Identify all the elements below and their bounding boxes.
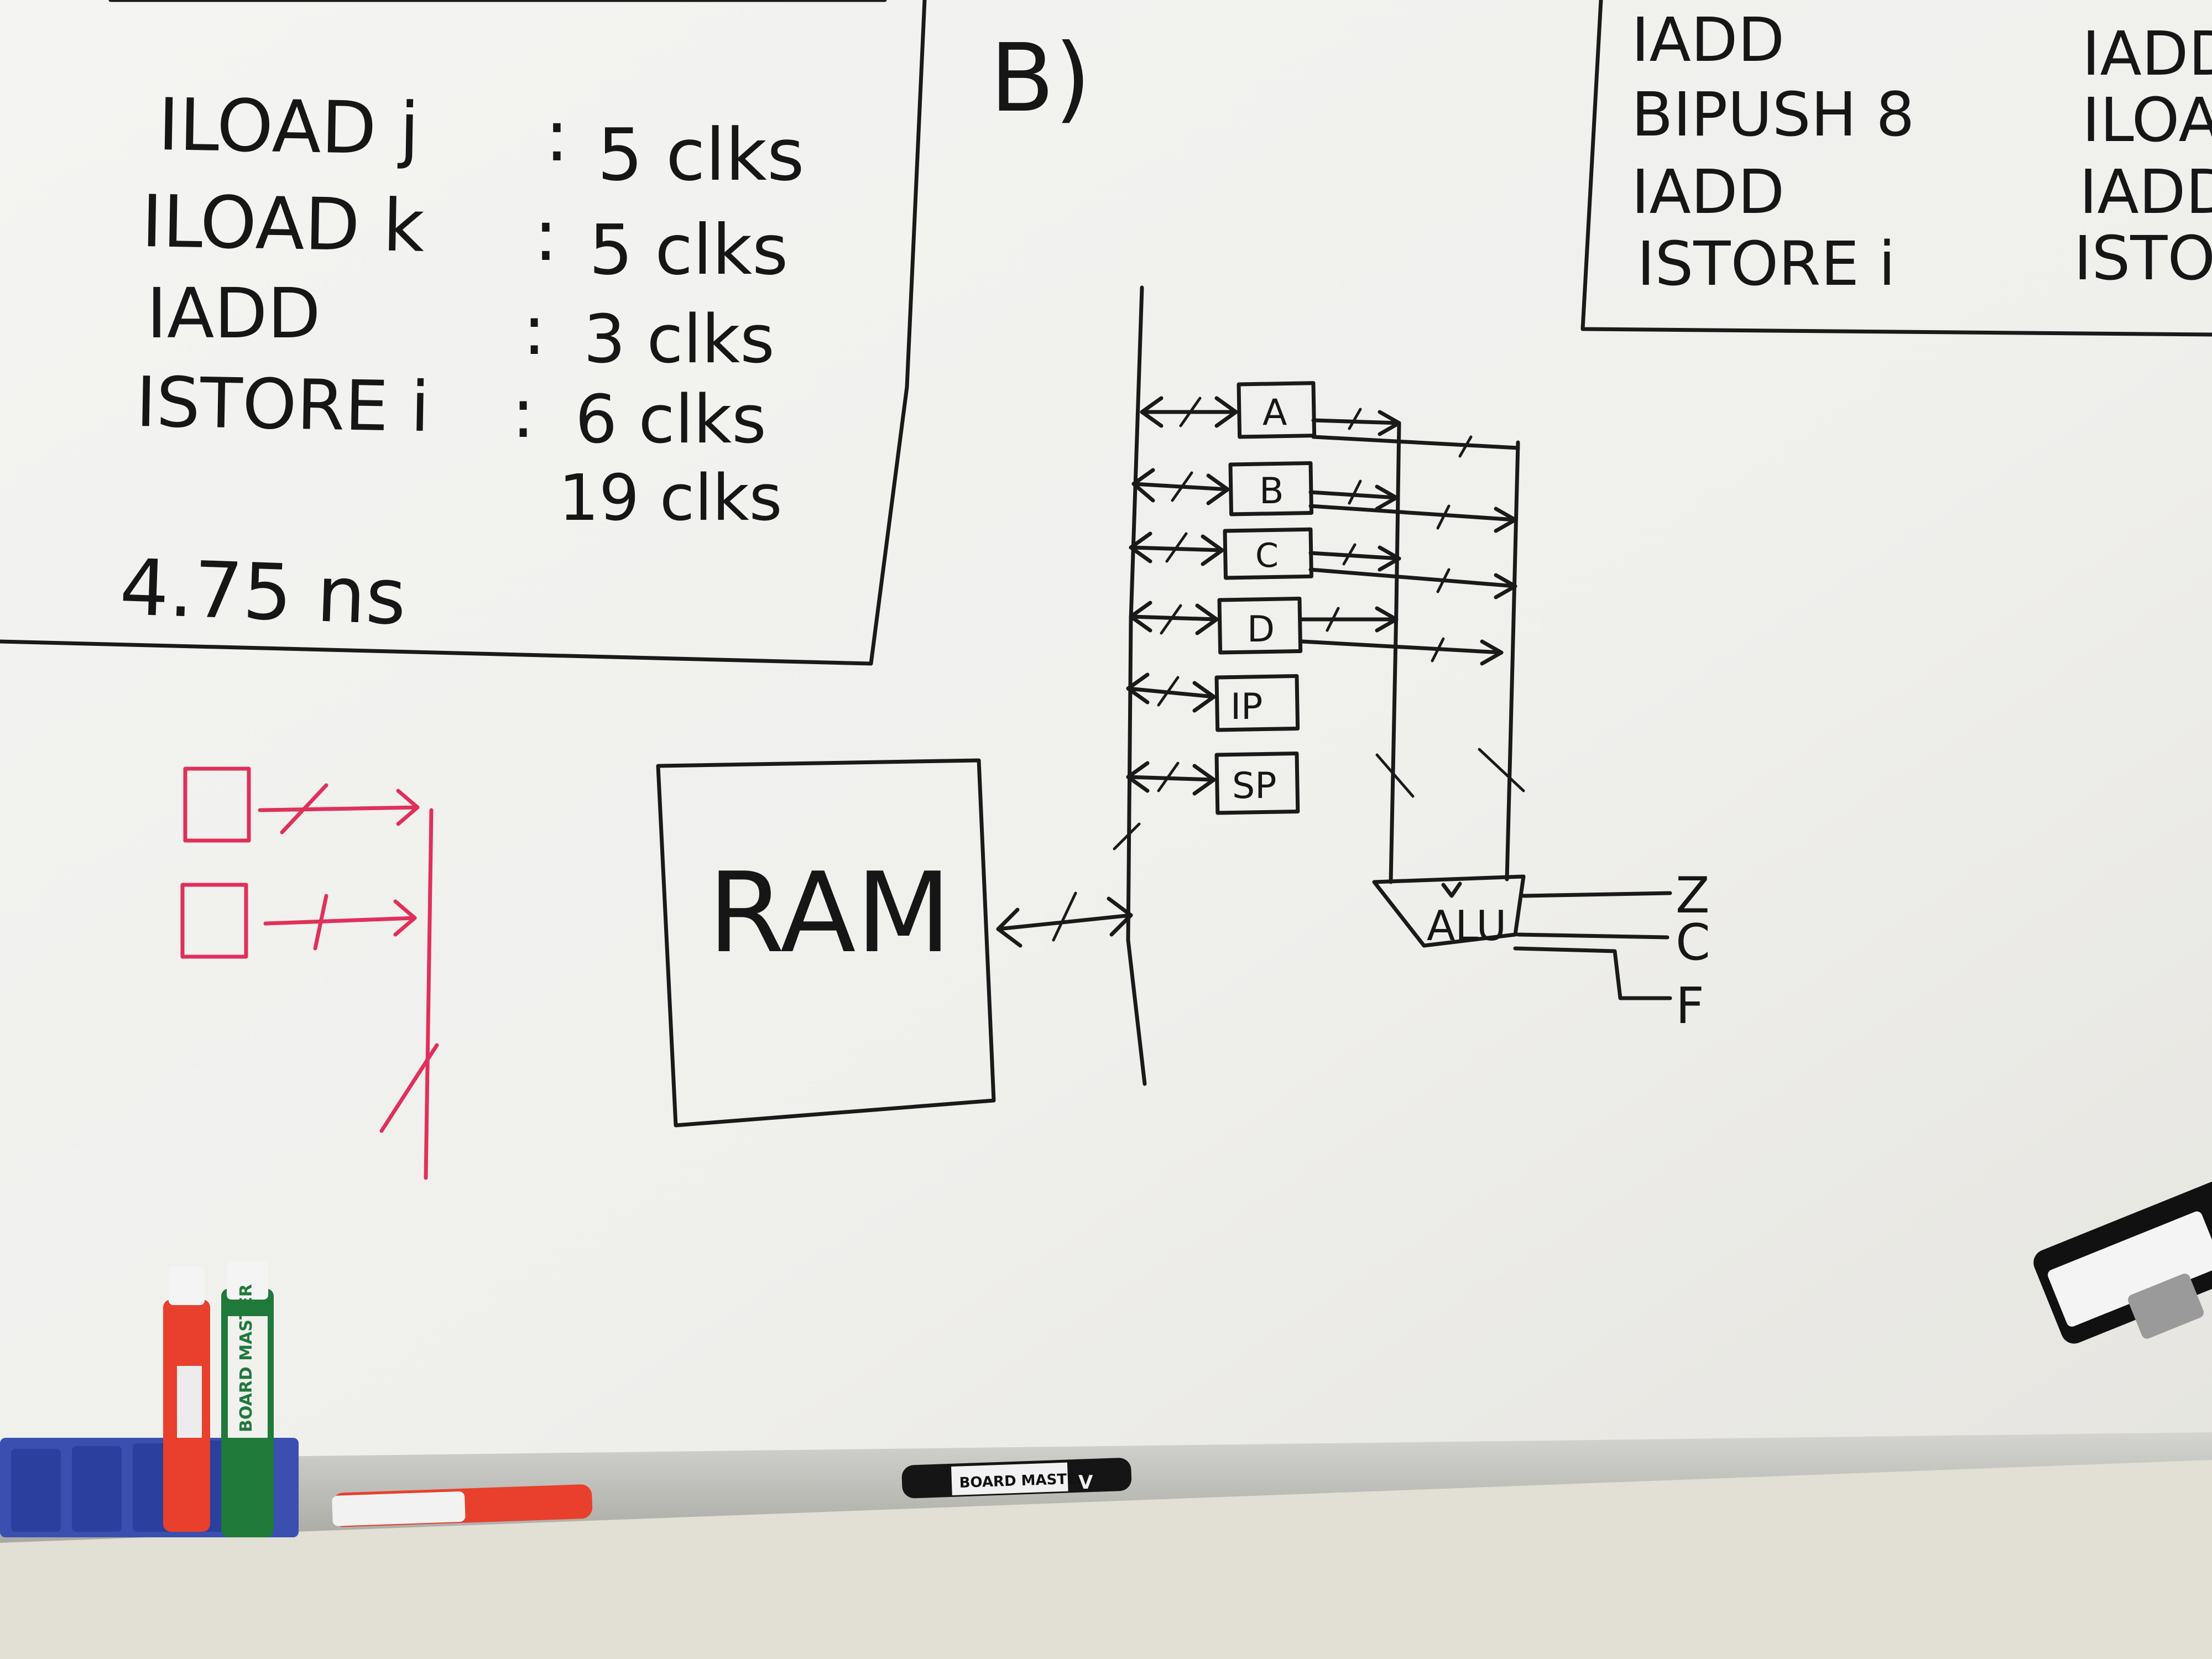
timing-table: ILOAD j : 5 clks ILOAD k : 5 clks IADD :…	[118, 82, 805, 643]
timing-table-box	[0, 0, 927, 666]
code-line: ISTO	[2074, 223, 2212, 294]
timing-row-clks: 6 clks	[575, 382, 766, 458]
timing-row-sep: :	[545, 93, 569, 178]
ram-block: RAM	[656, 758, 1133, 1128]
green-marker-label: BOARD MASTER	[237, 1284, 256, 1432]
marker-tray: BOARD MASTER BOARD MASTER V	[0, 1261, 1132, 1537]
code-line: IADD	[2079, 156, 2212, 227]
code-line: IADD	[1631, 156, 1785, 227]
code-line: ILOA	[2082, 85, 2212, 155]
red-marker-lying[interactable]	[332, 1484, 593, 1527]
timing-row-sep: :	[523, 290, 546, 371]
timing-row-instr: ILOAD j	[157, 82, 420, 171]
register-label: IP	[1230, 686, 1262, 728]
red-register-sketch	[180, 766, 439, 1180]
timing-row-sep: :	[534, 193, 558, 277]
register-file: A B C D IP SP	[1126, 381, 1317, 815]
timing-row-instr: ILOAD k	[140, 179, 425, 268]
alu-label: ALU	[1427, 901, 1506, 950]
alu-input-buses	[1300, 408, 1525, 884]
timing-row-clks: 5 clks	[597, 113, 805, 197]
timing-row-instr: IADD	[147, 274, 321, 354]
black-marker-brand: V	[1078, 1472, 1093, 1494]
alu-output-flag: F	[1676, 977, 1704, 1035]
code-line: IADD	[2082, 18, 2212, 89]
black-marker[interactable]: BOARD MASTER V	[901, 1458, 1132, 1499]
green-marker[interactable]: BOARD MASTER	[221, 1261, 274, 1537]
alu-block: ALU Z C F	[1372, 867, 1710, 1035]
section-heading-b: B)	[990, 24, 1091, 133]
alu-output-flag: Z	[1676, 867, 1710, 925]
timing-row-clks: 5 clks	[589, 210, 788, 290]
code-line: BIPUSH 8	[1631, 79, 1914, 150]
register-label: B	[1259, 471, 1284, 512]
register-label: A	[1262, 392, 1287, 434]
register-label: SP	[1232, 765, 1276, 807]
timing-total: 19 clks	[559, 461, 782, 535]
register-label: D	[1247, 609, 1275, 650]
eraser[interactable]	[2030, 1177, 2212, 1348]
code-line: ISTORE i	[1637, 228, 1896, 299]
timing-row-instr: ISTORE i	[135, 362, 430, 447]
alu-output-flag: C	[1676, 914, 1710, 972]
timing-row-sep: :	[512, 373, 535, 453]
timing-result: 4.75 ns	[118, 542, 408, 643]
code-line: IADD	[1631, 4, 1785, 75]
register-label: C	[1255, 536, 1279, 575]
ram-label: RAM	[708, 849, 951, 978]
red-marker[interactable]	[163, 1266, 210, 1532]
code-box: IADD BIPUSH 8 IADD ISTORE i IADD ILOA IA…	[1580, 0, 2212, 337]
timing-row-clks: 3 clks	[583, 301, 775, 378]
